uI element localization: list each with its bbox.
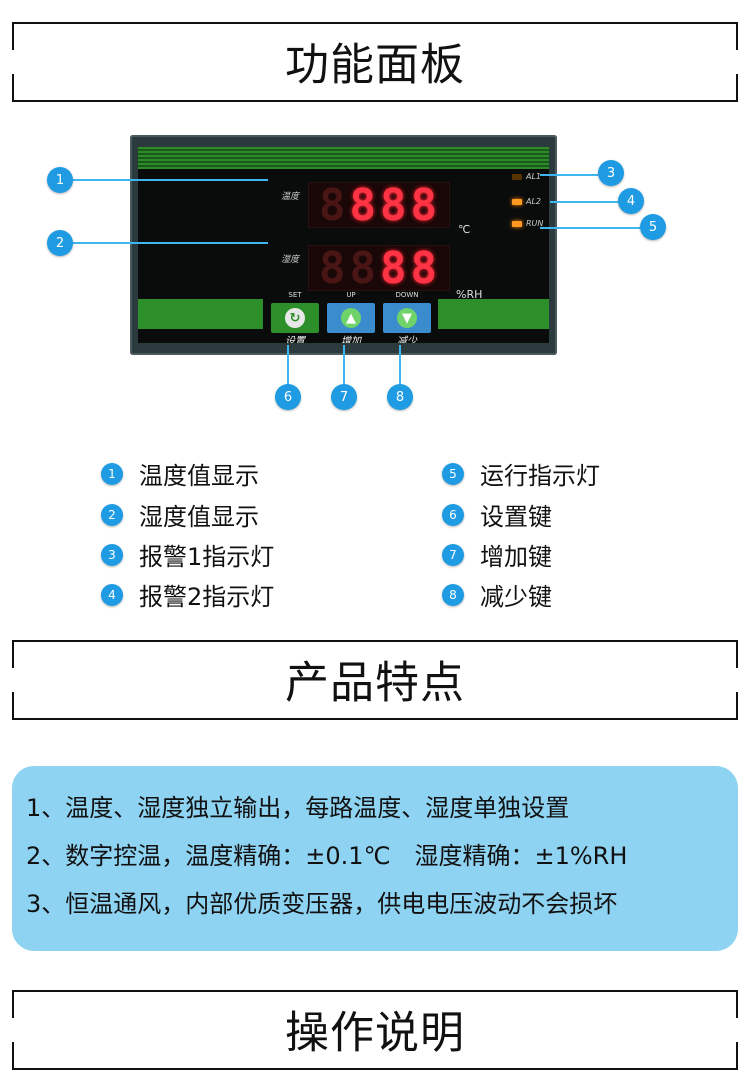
feature-line: 1、温度、湿度独立输出，每路温度、湿度单独设置 [26,794,570,822]
green-block-right [438,299,549,329]
marker-8: 8 [387,384,413,410]
al2-label: AL2 [526,197,542,206]
legend-number: 7 [442,543,464,566]
feature-line: 3、恒温通风，内部优质变压器，供电电压波动不会损坏 [26,890,618,918]
set-button[interactable]: ↻ [271,303,319,333]
al1-led [512,174,522,180]
callout-line-2 [72,242,268,244]
set-key-label: 设置 [285,336,305,343]
marker-7: 7 [331,384,357,410]
legend-item: 8 减少键 [442,577,552,612]
section-header-features: 产品特点 [12,640,738,720]
up-button[interactable]: ▲ [327,303,375,333]
humidity-unit: %RH [456,288,483,301]
section-title-operation: 操作说明 [285,1007,465,1059]
triangle-down-icon: ▼ [397,308,417,328]
triangle-up-icon: ▲ [341,308,361,328]
run-label: RUN [526,219,544,228]
legend-item: 1 温度值显示 [101,456,259,491]
down-button[interactable]: ▼ [383,303,431,333]
section-title-features: 产品特点 [285,657,465,709]
up-key-caption: UP [346,291,356,299]
marker-6: 6 [275,384,301,410]
marker-3: 3 [598,160,624,186]
legend-text: 减少键 [480,583,552,611]
callout-line-5 [540,227,640,229]
legend-number: 1 [101,462,123,485]
set-key-caption: SET [288,291,302,299]
legend-number: 2 [101,503,123,526]
down-key-caption: DOWN [395,291,419,299]
callout-line-6 [287,345,289,385]
humidity-label: 湿度 [281,255,300,265]
green-stripe [138,147,549,169]
run-led [512,221,522,227]
callout-line-3 [540,174,598,176]
legend-number: 5 [442,462,464,485]
al1-label: AL1 [526,172,542,181]
legend-text: 报警2指示灯 [139,583,275,611]
temperature-label: 温度 [281,192,300,202]
section-title-panel: 功能面板 [285,39,465,91]
legend-number: 6 [442,503,464,526]
marker-4: 4 [618,188,644,214]
legend-item: 6 设置键 [442,497,552,532]
legend-number: 3 [101,543,123,566]
legend-item: 4 报警2指示灯 [101,577,274,612]
legend-text: 增加键 [480,543,552,571]
features-box: 1、温度、湿度独立输出，每路温度、湿度单独设置 2、数字控温，温度精确：±0.1… [12,766,738,951]
green-block-left [138,299,263,329]
marker-1: 1 [47,167,73,193]
marker-2: 2 [47,230,73,256]
down-key-label: 减少 [397,336,417,343]
callout-line-8 [399,345,401,385]
legend-text: 运行指示灯 [480,462,600,490]
callout-line-7 [343,345,345,385]
section-header-operation: 操作说明 [12,990,738,1070]
legend-text: 湿度值显示 [139,503,259,531]
al2-led [512,199,522,205]
legend-number: 4 [101,583,123,606]
legend-item: 5 运行指示灯 [442,456,600,491]
marker-5: 5 [640,214,666,240]
legend-item: 3 报警1指示灯 [101,537,274,572]
temperature-unit: ℃ [458,223,471,236]
refresh-icon: ↻ [285,308,305,328]
legend-item: 2 湿度值显示 [101,497,259,532]
callout-line-1 [72,179,268,181]
callout-line-4 [550,201,618,203]
legend-item: 7 增加键 [442,537,552,572]
legend-number: 8 [442,583,464,606]
legend-text: 温度值显示 [139,462,259,490]
legend-text: 报警1指示灯 [139,543,275,571]
up-key-label: 增加 [341,336,361,343]
section-header-panel: 功能面板 [12,22,738,102]
legend-text: 设置键 [480,503,552,531]
feature-line: 2、数字控温，温度精确：±0.1℃ 湿度精确：±1%RH [26,842,628,870]
